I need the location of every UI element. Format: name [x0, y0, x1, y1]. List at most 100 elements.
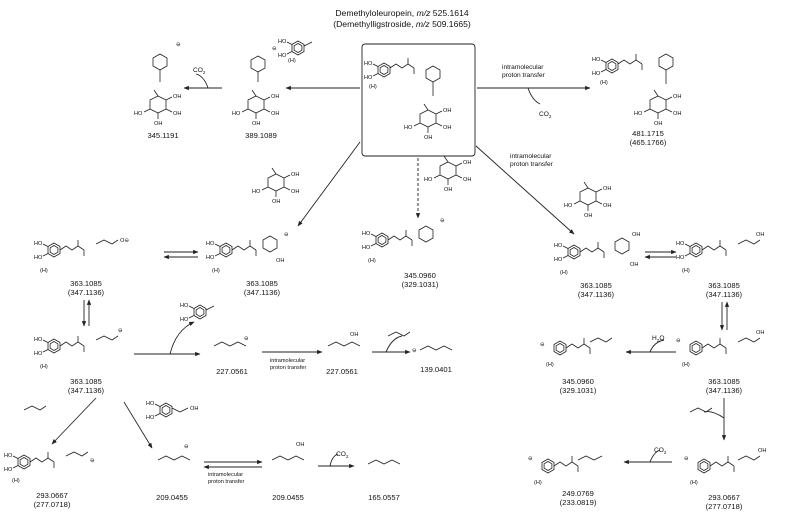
svg-text:⊖: ⊖ — [528, 456, 533, 462]
h-marker: (H) — [690, 480, 698, 486]
svg-text:⊖: ⊖ — [90, 458, 95, 464]
mass-165-0557: 165.0557 — [368, 493, 400, 502]
fragment-209a: ⊖ 209.0455 — [156, 444, 191, 502]
fragment-345-0960: (H) ⊖ 345.0960 (329.1031) — [362, 218, 445, 289]
ipt-top-label-2: proton transfer — [502, 72, 546, 79]
svg-text:OH: OH — [296, 442, 304, 448]
ipt-b-label-1: intramolecular — [208, 472, 243, 478]
h-marker: (H) — [600, 80, 608, 86]
svg-text:⊖: ⊖ — [540, 342, 545, 348]
mass-277-0718-a: (277.0718) — [34, 500, 71, 509]
svg-text:⊖: ⊖ — [676, 338, 681, 344]
fragment-r1: (H) O⊖ 363.1085 (347.1136) — [34, 238, 129, 297]
title-line-2: (Demethylligstroside, m/z 509.1665) — [333, 19, 471, 29]
ipt-b-label-2: proton transfer — [208, 479, 245, 485]
svg-text:OH: OH — [756, 330, 764, 336]
mass-r4-alt: (347.1136) — [706, 290, 743, 299]
hydroxytyrosol-vinyl — [180, 303, 215, 323]
fragment-r6: ⊖ (H) OH 363.1085 (347.1136) — [676, 330, 764, 395]
h-marker: (H) — [212, 268, 220, 274]
fragment-293b: ⊖ (H) OH 293.0667 (277.0718) — [684, 448, 766, 511]
arrow-parent-to-r3 — [475, 145, 575, 235]
fragment-293a: (H) ⊖ 293.0667 (277.0718) — [4, 451, 95, 509]
mass-389-1089: 389.1089 — [245, 131, 277, 140]
svg-text:⊖: ⊖ — [272, 46, 277, 52]
h-marker: (H) — [682, 268, 690, 274]
svg-text:⊖: ⊖ — [284, 232, 289, 238]
fragment-r5: (H) ⊖ 363.1085 (347.1136) — [34, 328, 123, 395]
mass-r6-alt: (347.1136) — [706, 386, 743, 395]
h-marker: (H) — [40, 268, 48, 274]
h-marker: (H) — [534, 480, 542, 486]
h-marker: (H) — [12, 478, 20, 484]
svg-text:OH: OH — [632, 232, 640, 238]
svg-text:⊖: ⊖ — [684, 456, 689, 462]
mass-r5: 363.1085 — [70, 377, 102, 386]
fragment-r4: (H) OH 363.1085 (347.1136) — [676, 232, 764, 299]
h-marker: (H) — [369, 84, 377, 90]
svg-text:⊖: ⊖ — [176, 42, 181, 48]
mass-209-0455-b: 209.0455 — [272, 493, 304, 502]
arrow-r5-to-293a — [51, 397, 97, 445]
ipt-mid-label-2: proton transfer — [510, 161, 554, 168]
co2-label-b: CO2 — [539, 111, 552, 119]
fragment-249: ⊖ (H) 249.0769 (233.0819) — [528, 455, 603, 507]
arrow-parent-to-r2 — [297, 141, 361, 227]
svg-text:OH: OH — [630, 262, 638, 268]
svg-text:⊖: ⊖ — [440, 218, 445, 224]
h-marker: (H) — [682, 362, 690, 368]
fragment-139: ⊖ 139.0401 — [412, 345, 453, 374]
svg-text:OH: OH — [350, 332, 358, 338]
svg-text:O⊖: O⊖ — [120, 238, 129, 244]
fragment-227b: OH 227.0561 — [326, 332, 361, 376]
title-line-1: Demethyloleuropein, m/z 525.1614 — [335, 8, 469, 18]
lost-crotonaldehyde-c — [23, 405, 47, 411]
ipt-mid-label-1: intramolecular — [510, 153, 552, 160]
fragment-345-1191: ⊖ 345.1191 — [133, 42, 182, 140]
fragment-165: 165.0557 — [367, 459, 401, 502]
mass-293-0667-b: 293.0667 — [708, 493, 740, 502]
fragment-481: (H) 481.1715 (465.1766) — [592, 53, 682, 147]
h2o-label: H2O — [652, 335, 664, 343]
ipt-c-label-2: proton transfer — [270, 365, 307, 371]
mass-r3: 363.1085 — [580, 281, 612, 290]
svg-text:OH: OH — [276, 258, 284, 264]
mass-r2: 363.1085 — [246, 279, 278, 288]
lost-crotonaldehyde-b — [689, 407, 713, 413]
mass-r6: 363.1085 — [708, 377, 740, 386]
mass-329-1031-b: (329.1031) — [560, 386, 597, 395]
mass-209-0455-a: 209.0455 — [156, 493, 188, 502]
mass-293-0667-a: 293.0667 — [36, 491, 68, 500]
co2-label-d: CO2 — [654, 447, 667, 455]
h-marker: (H) — [368, 258, 376, 264]
ipt-top-label-1: intramolecular — [502, 64, 544, 71]
lost-sugar-center — [423, 155, 472, 194]
mass-r2-alt: (347.1136) — [244, 288, 281, 297]
mass-277-0718-b: (277.0718) — [706, 502, 743, 511]
fragment-209b: OH 209.0455 — [271, 442, 304, 502]
mass-r3-alt: (347.1136) — [578, 290, 615, 299]
mass-r5-alt: (347.1136) — [68, 386, 105, 395]
mass-329-1031: (329.1031) — [402, 280, 439, 289]
mass-465-1766: (465.1766) — [630, 138, 667, 147]
svg-text:⊖: ⊖ — [412, 348, 417, 354]
svg-text:⊖: ⊖ — [184, 444, 189, 450]
lost-sugar-left — [251, 167, 300, 206]
fragment-227a: ⊖ 227.0561 — [213, 336, 249, 376]
fragment-345-0960-b: ⊖ (H) 345.0960 (329.1031) — [540, 337, 613, 395]
mass-227-b: 227.0561 — [326, 367, 358, 376]
h-marker: (H) — [546, 362, 554, 368]
mass-139-0401: 139.0401 — [420, 365, 452, 374]
h-marker: (H) — [560, 270, 568, 276]
ipt-c-label-1: intramolecular — [270, 358, 305, 364]
svg-text:OH: OH — [756, 232, 764, 238]
svg-text:OH: OH — [758, 448, 766, 454]
mass-227-a: 227.0561 — [216, 367, 248, 376]
lost-crotonaldehyde-a — [387, 331, 411, 337]
h-marker: (H) — [288, 58, 296, 64]
svg-text:⊖: ⊖ — [244, 336, 249, 342]
mass-345-1191: 345.1191 — [147, 131, 178, 140]
co2-label-a: CO2 — [193, 67, 206, 75]
fragment-r2: (H) ⊖ OH 363.1085 (347.1136) — [206, 232, 289, 297]
